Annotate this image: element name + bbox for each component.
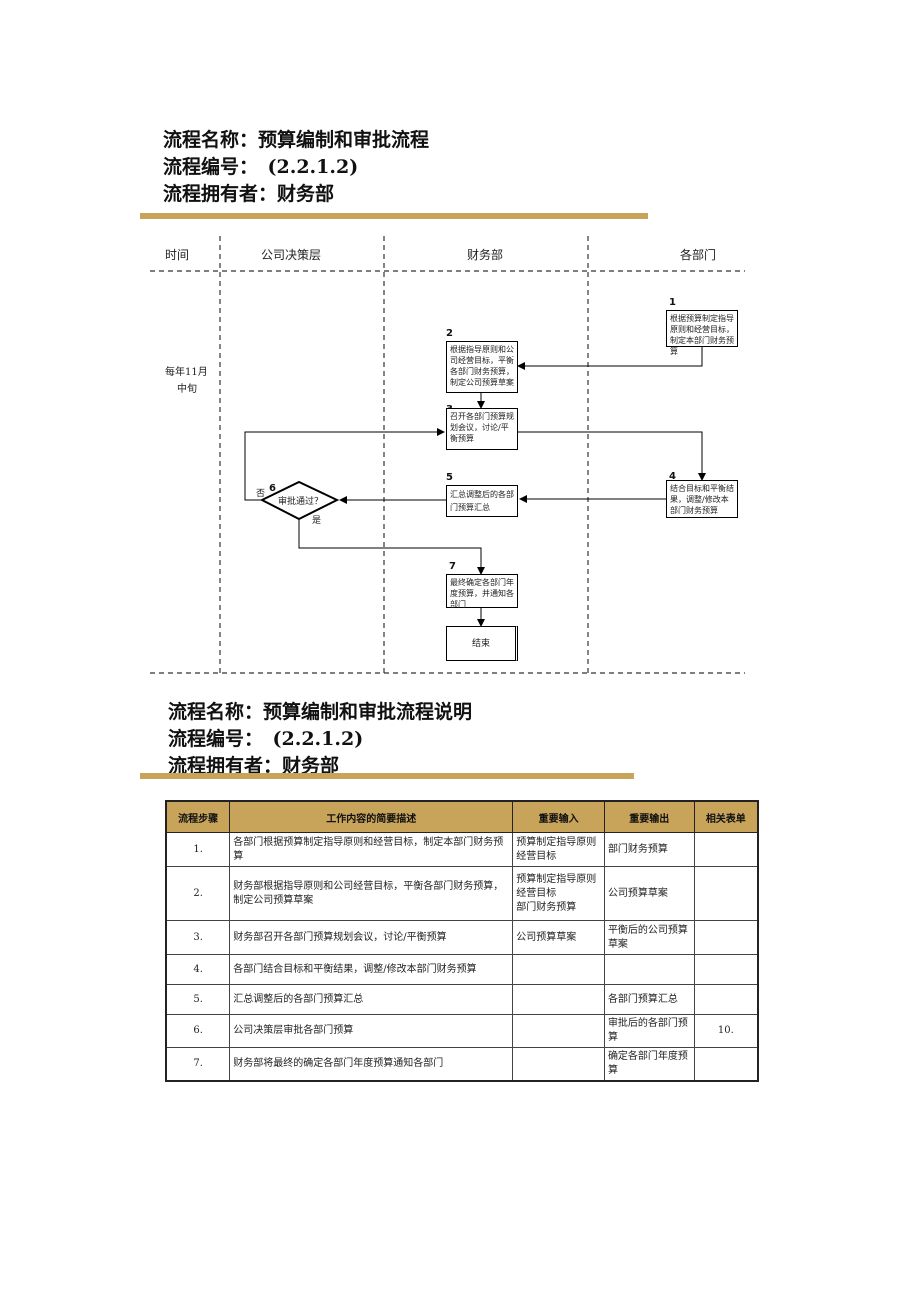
cell-forms: 10.	[693, 1014, 759, 1048]
connector-6-3-no	[244, 428, 445, 501]
cell-input	[512, 984, 605, 1015]
connector-3-4	[518, 431, 706, 481]
cell-input	[512, 1047, 605, 1082]
cell-forms	[693, 954, 759, 985]
lane-decision-layer: 公司决策层	[261, 248, 322, 262]
lane-separators	[150, 236, 745, 674]
header-divider-bottom	[140, 773, 634, 779]
step-7-box: 最终确定各部门年度预算，并通知各部门	[446, 574, 518, 609]
step-5-number: 5	[446, 472, 453, 483]
cell-description: 财务部将最终的确定各部门年度预算通知各部门	[229, 1047, 514, 1082]
cell-output: 平衡后的公司预算草案	[603, 920, 695, 955]
table-body: 1.各部门根据预算制定指导原则和经营目标，制定本部门财务预算预算制定指导原则 经…	[165, 832, 759, 1082]
time-label-period: 中旬	[177, 384, 197, 395]
cell-step: 6.	[165, 1014, 231, 1048]
cell-forms	[693, 1047, 759, 1082]
cell-output: 确定各部门年度预算	[603, 1047, 695, 1082]
flowchart	[150, 236, 745, 674]
table-row: 2.财务部根据指导原则和公司经营目标，平衡各部门财务预算，制定公司预算草案预算制…	[165, 866, 759, 921]
cell-input: 公司预算草案	[512, 920, 605, 955]
step-4-box: 结合目标和平衡结果，调整/修改本部门财务预算	[666, 480, 738, 518]
decision-no-label: 否	[256, 489, 266, 499]
cell-input: 预算制定指导原则 经营目标	[512, 832, 605, 867]
cell-output: 公司预算草案	[603, 866, 695, 921]
step-2-number: 2	[446, 328, 453, 339]
process-description-table: 流程步骤 工作内容的简要描述 重要输入 重要输出 相关表单 1.各部门根据预算制…	[165, 800, 759, 1082]
cell-output: 审批后的各部门预算	[603, 1014, 695, 1048]
cell-description: 财务部召开各部门预算规划会议，讨论/平衡预算	[229, 920, 514, 955]
process-header-bottom: 流程名称：预算编制和审批流程说明 流程编号： (2.2.1.2) 流程拥有者：财…	[168, 699, 472, 780]
col-output: 重要输出	[603, 800, 695, 833]
table-row: 1.各部门根据预算制定指导原则和经营目标，制定本部门财务预算预算制定指导原则 经…	[165, 832, 759, 867]
cell-output	[603, 954, 695, 985]
cell-step: 1.	[165, 832, 231, 867]
connector-1-2	[517, 347, 703, 370]
col-input: 重要输入	[512, 800, 605, 833]
decision-label: 审批通过？	[278, 497, 324, 507]
process-name: 流程名称：预算编制和审批流程	[163, 129, 430, 151]
process-name-2: 流程名称：预算编制和审批流程说明	[168, 701, 473, 723]
cell-forms	[693, 866, 759, 921]
step-5-box: 汇总调整后的各部门预算汇总	[446, 485, 518, 517]
step-1-number: 1	[669, 297, 676, 308]
process-header-top: 流程名称：预算编制和审批流程 流程编号： (2.2.1.2) 流程拥有者：财务部	[163, 127, 429, 208]
lane-finance: 财务部	[467, 248, 504, 262]
process-code-2: 流程编号： (2.2.1.2)	[168, 728, 364, 750]
cell-step: 4.	[165, 954, 231, 985]
step-1-box: 根据预算制定指导原则和经营目标，制定本部门财务预算	[666, 310, 738, 356]
table-row: 4.各部门结合目标和平衡结果，调整/修改本部门财务预算	[165, 954, 759, 985]
time-label-month: 每年11月	[165, 367, 208, 378]
col-step: 流程步骤	[165, 800, 231, 833]
cell-input	[512, 1014, 605, 1048]
cell-forms	[693, 984, 759, 1015]
cell-output: 部门财务预算	[603, 832, 695, 867]
lane-departments: 各部门	[680, 248, 717, 262]
header-divider-top	[140, 213, 648, 219]
cell-input: 预算制定指导原则 经营目标 部门财务预算	[512, 866, 605, 921]
cell-forms	[693, 832, 759, 867]
table-row: 3.财务部召开各部门预算规划会议，讨论/平衡预算公司预算草案平衡后的公司预算草案	[165, 920, 759, 955]
col-description: 工作内容的简要描述	[229, 800, 514, 833]
step-2-box: 根据指导原则和公司经营目标，平衡各部门财务预算，制定公司预算草案	[446, 341, 518, 393]
cell-description: 各部门结合目标和平衡结果，调整/修改本部门财务预算	[229, 954, 514, 985]
step-7-number: 7	[449, 561, 456, 572]
col-forms: 相关表单	[693, 800, 759, 833]
process-code: 流程编号： (2.2.1.2)	[163, 156, 359, 178]
cell-description: 汇总调整后的各部门预算汇总	[229, 984, 514, 1015]
cell-step: 3.	[165, 920, 231, 955]
table-header-row: 流程步骤 工作内容的简要描述 重要输入 重要输出 相关表单	[165, 800, 759, 833]
cell-output: 各部门预算汇总	[603, 984, 695, 1015]
decision-yes-label: 是	[312, 516, 322, 526]
end-box: 结束	[446, 626, 518, 661]
cell-step: 7.	[165, 1047, 231, 1082]
step-3-box: 召开各部门预算规划会议，讨论/平衡预算	[446, 408, 518, 450]
step-4-number: 4	[669, 471, 676, 482]
connector-6-7-yes	[298, 520, 485, 575]
cell-step: 2.	[165, 866, 231, 921]
process-owner-2: 流程拥有者：财务部	[168, 755, 340, 777]
table-row: 5.汇总调整后的各部门预算汇总 各部门预算汇总	[165, 984, 759, 1015]
table-row: 7.财务部将最终的确定各部门年度预算通知各部门 确定各部门年度预算	[165, 1047, 759, 1082]
decision-diamond	[259, 480, 340, 521]
cell-input	[512, 954, 605, 985]
process-owner: 流程拥有者：财务部	[163, 183, 335, 205]
step-6-number: 6	[269, 483, 276, 494]
lane-time: 时间	[165, 248, 190, 262]
cell-step: 5.	[165, 984, 231, 1015]
cell-description: 财务部根据指导原则和公司经营目标，平衡各部门财务预算，制定公司预算草案	[229, 866, 514, 921]
cell-forms	[693, 920, 759, 955]
cell-description: 各部门根据预算制定指导原则和经营目标，制定本部门财务预算	[229, 832, 514, 867]
cell-description: 公司决策层审批各部门预算	[229, 1014, 514, 1048]
